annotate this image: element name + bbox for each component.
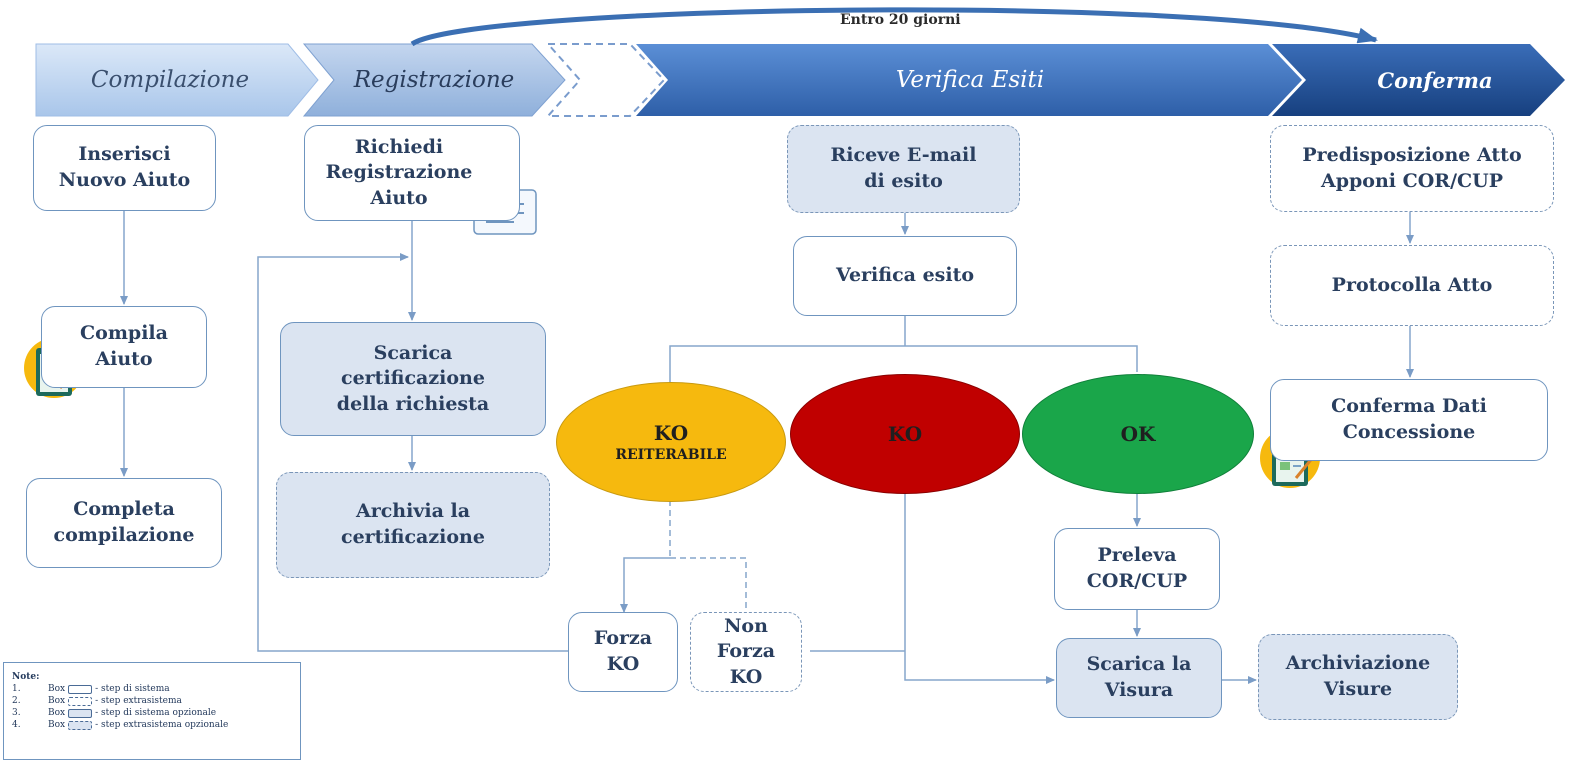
legend-swatch-system-optional (68, 708, 93, 718)
outcome-ko-label: KO (887, 422, 923, 446)
phase-compilazione-arrow (35, 43, 319, 117)
legend-row: 4.Box - step extrasistema opzionale (12, 720, 229, 730)
phase-verifica-label: Verifica Esiti (895, 67, 1045, 93)
box-scarica-certificazione: Scarica certificazione della richiesta (280, 322, 546, 436)
phase-registrazione-arrow (302, 43, 566, 117)
phase-compilazione-label: Compilazione (90, 67, 250, 93)
box-forza-ko: Forza KO (568, 612, 678, 692)
box-archiviazione-visure: Archiviazione Visure (1258, 634, 1458, 720)
box-verifica-esito: Verifica esito (793, 236, 1017, 316)
box-non-forza-ko: Non Forza KO (690, 612, 802, 692)
box-predisposizione-atto: Predisposizione Atto Apponi COR/CUP (1270, 125, 1554, 212)
legend-swatch-extrasystem (68, 696, 93, 706)
box-inserisci-nuovo-aiuto: Inserisci Nuovo Aiuto (33, 125, 216, 211)
top-arc-arrow (410, 7, 1378, 47)
phase-registrazione-label: Registrazione (353, 67, 515, 93)
outcome-ko-reiterabile-sub: REITERABILE (615, 447, 727, 463)
box-conferma-dati-concessione: Conferma Dati Concessione (1270, 379, 1548, 461)
outcome-ok: OK (1022, 374, 1254, 494)
box-archivia-certificazione: Archivia la certificazione (276, 472, 550, 578)
legend-row: 2.Box - step extrasistema (12, 696, 182, 706)
outcome-ko-reiterabile: KO REITERABILE (556, 382, 786, 502)
legend-row: 1.Box - step di sistema (12, 684, 170, 694)
phase-conferma-label: Conferma (1377, 67, 1493, 93)
box-compila-aiuto: Compila Aiuto (41, 306, 207, 388)
top-arc-label: Entro 20 giorni (840, 12, 961, 28)
box-riceve-email: Riceve E-mail di esito (787, 125, 1020, 213)
box-protocolla-atto: Protocolla Atto (1270, 245, 1554, 326)
box-scarica-visura: Scarica la Visura (1056, 638, 1222, 718)
legend-row: 3.Box - step di sistema opzionale (12, 708, 217, 718)
outcome-ko-reiterabile-main: KO (653, 421, 689, 445)
legend: Note: 1.Box - step di sistema 2.Box - st… (3, 662, 301, 760)
outcome-ok-label: OK (1120, 422, 1156, 446)
outcome-ko: KO (790, 374, 1020, 494)
phase-conferma-arrow (1272, 44, 1565, 116)
phase-verifica-arrow (636, 44, 1302, 116)
legend-swatch-system (68, 684, 93, 694)
box-richiedi-registrazione: Richiedi Registrazione Aiuto (304, 125, 520, 221)
legend-title: Note: (12, 672, 40, 682)
phase-dashed-arrow (545, 43, 666, 117)
legend-swatch-extrasystem-optional (68, 720, 93, 730)
box-preleva-cor-cup: Preleva COR/CUP (1054, 528, 1220, 610)
box-completa-compilazione: Completa compilazione (26, 478, 222, 568)
